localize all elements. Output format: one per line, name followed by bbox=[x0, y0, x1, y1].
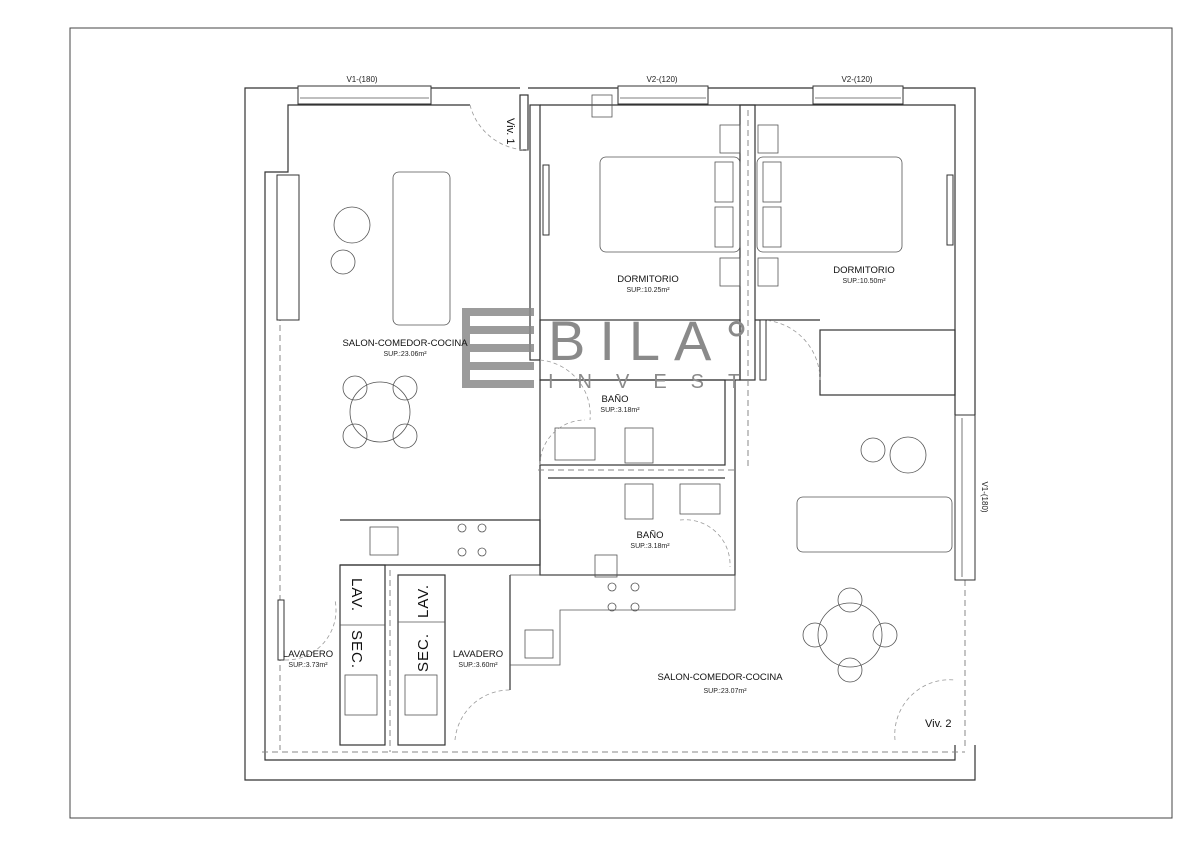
room-area-bano2: SUP.:3.18m² bbox=[630, 543, 670, 550]
room-area-lav1: SUP.:3.73m² bbox=[288, 662, 328, 669]
room-name-salon1: SALON-COMEDOR-COCINA bbox=[342, 338, 468, 349]
window-label-v2-left: V2-(120) bbox=[646, 75, 677, 84]
windows bbox=[276, 85, 976, 581]
drawing-frame bbox=[69, 27, 1173, 819]
room-name-bano1: BAÑO bbox=[602, 394, 629, 405]
door-swings bbox=[277, 104, 956, 741]
appliance-lav-1: LAV. bbox=[348, 578, 365, 612]
room-area-bano1: SUP.:3.18m² bbox=[600, 407, 640, 414]
furniture bbox=[330, 171, 953, 683]
room-name-dorm1: DORMITORIO bbox=[617, 274, 679, 285]
room-name-lav2: LAVADERO bbox=[453, 649, 503, 660]
appliance-lav-2: LAV. bbox=[415, 584, 432, 618]
window-label-v2-right: V2-(120) bbox=[841, 75, 872, 84]
room-area-dorm2: SUP.:10.50m² bbox=[842, 278, 886, 285]
room-area-salon2: SUP.:23.07m² bbox=[703, 688, 747, 695]
room-name-salon2: SALON-COMEDOR-COCINA bbox=[657, 672, 783, 683]
room-area-dorm1: SUP.:10.25m² bbox=[626, 287, 670, 294]
exterior-walls bbox=[244, 87, 976, 781]
watermark-brand: BILA° bbox=[548, 309, 762, 372]
bila-invest-watermark bbox=[462, 308, 534, 388]
entrance-label-viv1: Viv. 1 bbox=[504, 118, 516, 145]
appliance-sec-1: SEC. bbox=[348, 630, 365, 669]
room-area-salon1: SUP.:23.06m² bbox=[383, 351, 427, 358]
window-label-v1-right: V1-(180) bbox=[980, 481, 989, 512]
interior-walls bbox=[339, 94, 956, 752]
beds bbox=[599, 124, 903, 287]
room-name-bano2: BAÑO bbox=[637, 530, 664, 541]
room-name-dorm2: DORMITORIO bbox=[833, 265, 895, 276]
window-label-v1-top: V1-(180) bbox=[346, 75, 377, 84]
room-area-lav2: SUP.:3.60m² bbox=[458, 662, 498, 669]
entrance-label-viv2: Viv. 2 bbox=[925, 718, 952, 730]
watermark-sub: INVEST bbox=[548, 371, 764, 393]
room-name-lav1: LAVADERO bbox=[283, 649, 333, 660]
appliance-sec-2: SEC. bbox=[415, 633, 432, 672]
